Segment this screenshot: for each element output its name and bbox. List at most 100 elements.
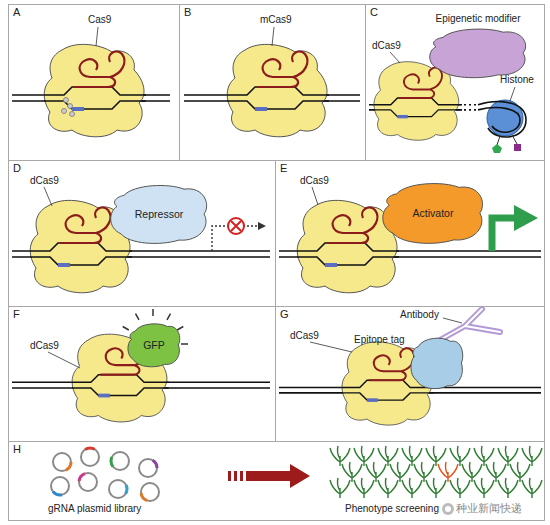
plant bbox=[474, 478, 494, 498]
protein-label: GFP bbox=[127, 322, 181, 368]
protein-domain: Epigenetic modifier bbox=[428, 13, 528, 79]
plant bbox=[450, 446, 470, 466]
grna-insert bbox=[51, 477, 69, 495]
part-label: Cas9 bbox=[88, 14, 111, 26]
plant bbox=[426, 478, 446, 498]
panel-letter: G bbox=[280, 308, 289, 321]
watermark-icon bbox=[445, 506, 451, 512]
plant bbox=[522, 478, 542, 498]
protein-label: Epigenetic modifier bbox=[428, 13, 528, 25]
plant bbox=[498, 478, 518, 498]
part-label: dCas9 bbox=[30, 175, 59, 187]
antibody bbox=[440, 309, 500, 340]
cleavage-mark bbox=[64, 98, 69, 103]
plasmid bbox=[111, 452, 129, 470]
plant bbox=[402, 478, 422, 498]
plasmid bbox=[81, 448, 99, 466]
grna-insert bbox=[53, 453, 71, 471]
histone-tail bbox=[512, 135, 517, 144]
plant bbox=[354, 478, 374, 498]
arrow-stripe bbox=[240, 471, 243, 481]
grna-insert bbox=[109, 480, 127, 498]
block-symbol bbox=[228, 218, 244, 234]
part-label: dCas9 bbox=[300, 175, 329, 187]
part-label: dCas9 bbox=[372, 40, 401, 52]
watermark-icon bbox=[442, 503, 454, 515]
plasmid bbox=[53, 453, 71, 471]
grna-insert bbox=[79, 473, 97, 491]
plant bbox=[402, 446, 422, 466]
grna-insert bbox=[111, 452, 129, 470]
protein-shape bbox=[410, 336, 464, 390]
grna-insert bbox=[141, 483, 159, 501]
plasmid bbox=[139, 459, 157, 477]
leader-line bbox=[312, 187, 318, 205]
arrow-head bbox=[290, 464, 310, 488]
protein-shape bbox=[411, 338, 463, 388]
watermark: 种业新闻快递 bbox=[456, 502, 522, 514]
leader-line bbox=[96, 27, 98, 46]
leader-line bbox=[272, 27, 274, 46]
figure-panel: Epitope tagG bbox=[275, 306, 545, 442]
plant bbox=[474, 446, 494, 466]
arrow-head bbox=[514, 205, 538, 231]
plasmid bbox=[109, 480, 127, 498]
plant bbox=[462, 462, 482, 482]
plant bbox=[330, 478, 350, 498]
plant bbox=[486, 462, 506, 482]
plant bbox=[510, 462, 530, 482]
cas9-protein bbox=[44, 44, 146, 136]
leader-line bbox=[390, 52, 400, 63]
plant bbox=[522, 446, 542, 466]
plant bbox=[330, 446, 350, 466]
arrow-stripe bbox=[234, 471, 237, 481]
figure-panel: GFP F bbox=[8, 306, 276, 442]
protein-shape bbox=[428, 27, 528, 79]
plasmid bbox=[51, 477, 69, 495]
panel-letter: B bbox=[184, 6, 191, 19]
panel-letter: E bbox=[280, 162, 287, 175]
grna-insert bbox=[81, 448, 99, 466]
plant bbox=[354, 446, 374, 466]
cleavage-mark bbox=[70, 112, 75, 117]
dna-gap bbox=[464, 105, 476, 110]
mcas9-protein bbox=[227, 44, 329, 136]
part-label: dCas9 bbox=[290, 330, 319, 342]
part-label: Phenotype screening bbox=[345, 503, 439, 515]
protein-label: Activator bbox=[381, 181, 485, 245]
plant bbox=[390, 462, 410, 482]
arrow-head bbox=[258, 222, 266, 230]
plant bbox=[342, 462, 362, 482]
panel-letter: F bbox=[13, 308, 20, 321]
figure-panel: A bbox=[8, 4, 180, 161]
protein-domain: Activator bbox=[381, 181, 485, 245]
histone-mark bbox=[492, 144, 502, 153]
figure-panel: B bbox=[179, 4, 366, 161]
plant bbox=[498, 446, 518, 466]
panel-letter: A bbox=[13, 6, 20, 19]
protein-label: Repressor bbox=[109, 183, 209, 245]
histone-mark bbox=[514, 144, 521, 151]
protein-shape bbox=[430, 29, 526, 78]
plant bbox=[378, 478, 398, 498]
arrow-stripe bbox=[228, 471, 231, 481]
dna-strand bbox=[478, 108, 520, 133]
cleavage-mark bbox=[62, 109, 67, 114]
plant-field bbox=[330, 446, 542, 498]
protein-domain: GFP bbox=[127, 322, 181, 368]
plant bbox=[378, 446, 398, 466]
plant bbox=[450, 478, 470, 498]
panel-letter: C bbox=[370, 6, 378, 19]
process-arrow bbox=[246, 471, 290, 481]
leader-line bbox=[48, 352, 80, 368]
grna-insert bbox=[139, 459, 157, 477]
part-label: gRNA plasmid library bbox=[48, 503, 141, 515]
block-symbol bbox=[231, 221, 241, 231]
panel-letter: D bbox=[13, 162, 21, 175]
leader-line bbox=[310, 342, 352, 352]
leader-line bbox=[510, 87, 515, 101]
plasmid bbox=[79, 473, 97, 491]
cleavage-mark bbox=[68, 104, 73, 109]
plant bbox=[414, 462, 434, 482]
mutant-plant bbox=[438, 462, 458, 482]
